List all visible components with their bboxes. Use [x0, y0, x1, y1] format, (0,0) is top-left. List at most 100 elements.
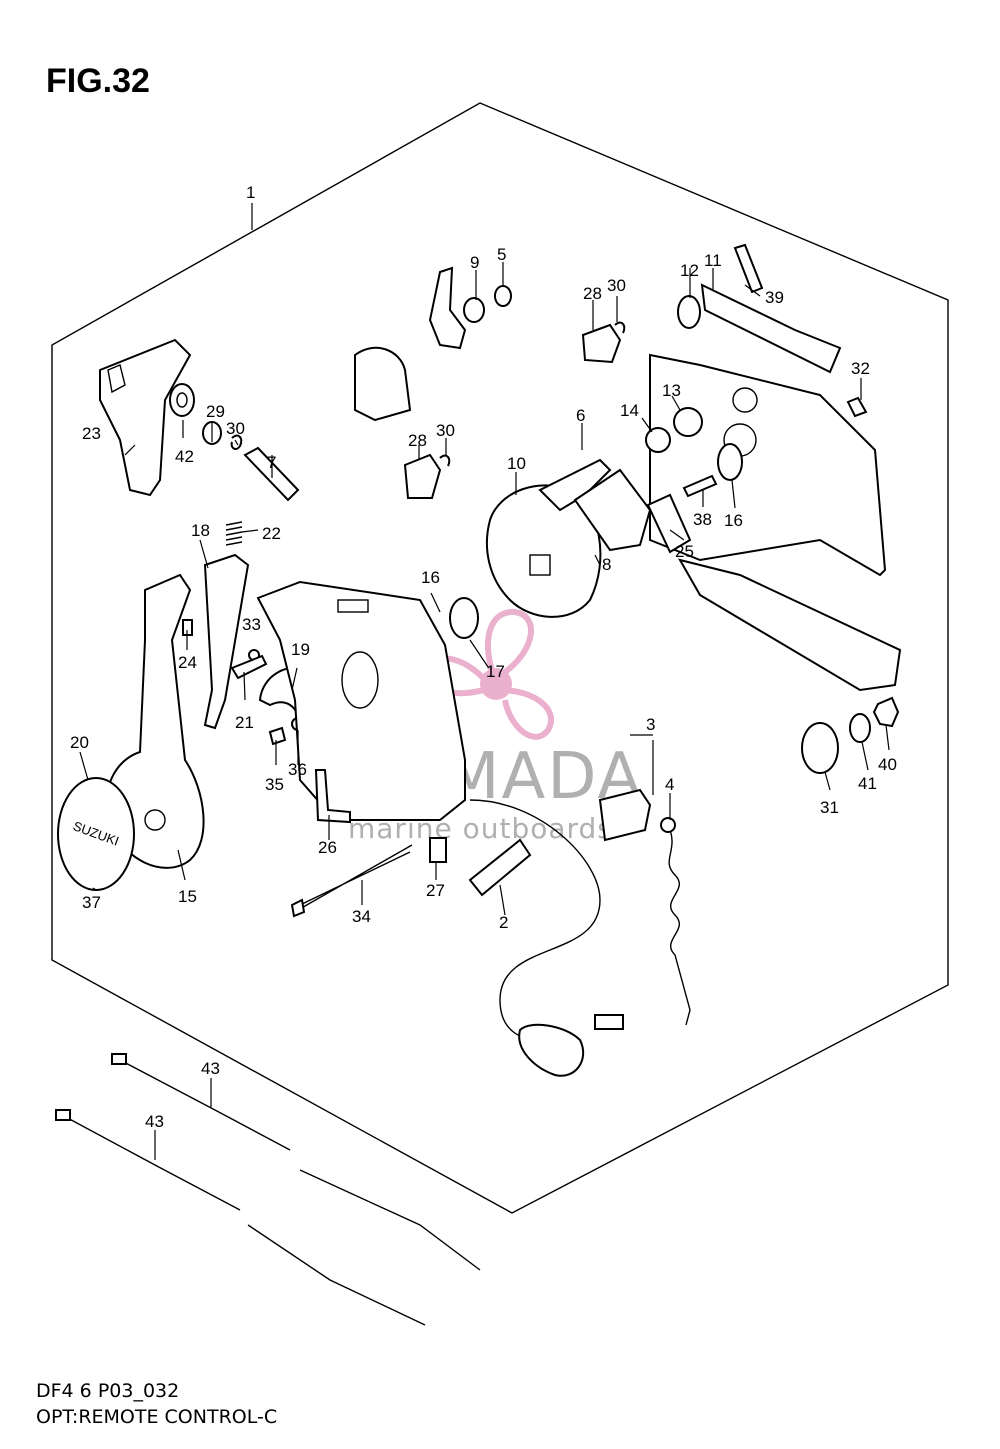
callout-33: 33 — [242, 615, 261, 634]
washer-41[interactable] — [849, 713, 871, 743]
callout-17: 17 — [486, 662, 505, 681]
callout-30c: 30 — [607, 276, 626, 295]
callout-20: 20 — [70, 733, 89, 752]
control-cable-43a[interactable] — [111, 1053, 481, 1271]
assembly-frame — [51, 102, 949, 1214]
wire-harness — [469, 799, 601, 1041]
callout-29: 29 — [206, 402, 225, 421]
cable-43b-end — [55, 1109, 71, 1121]
callout-18: 18 — [191, 521, 210, 540]
lanyard-clip — [660, 817, 676, 833]
cable-43a-end — [111, 1053, 127, 1065]
plate-2[interactable] — [468, 838, 532, 897]
callout-39: 39 — [765, 288, 784, 307]
callout-2: 2 — [499, 913, 508, 932]
callout-31: 31 — [820, 798, 839, 817]
callout-14: 14 — [620, 401, 639, 420]
base-plate[interactable] — [677, 558, 902, 692]
lever-arm-18[interactable] — [203, 553, 250, 730]
callout-9: 9 — [470, 253, 479, 272]
ignition-switch[interactable] — [518, 1023, 585, 1077]
clip-30c[interactable] — [614, 321, 626, 334]
callout-19: 19 — [291, 640, 310, 659]
gear-plate-10[interactable] — [486, 484, 602, 618]
lever-hub-hole — [144, 809, 166, 831]
spring-22[interactable] — [225, 521, 243, 546]
link-plate-21[interactable] — [230, 654, 268, 680]
callout-11: 11 — [704, 251, 722, 270]
callout-3: 3 — [646, 715, 655, 734]
washer-42[interactable] — [169, 383, 195, 417]
screw-24[interactable] — [182, 619, 193, 636]
plate-25[interactable] — [646, 493, 692, 554]
bolt-38[interactable] — [682, 474, 718, 498]
callout-43a: 43 — [201, 1059, 220, 1078]
callout-22: 22 — [262, 524, 281, 543]
long-screw-34[interactable] — [297, 844, 413, 911]
callout-13: 13 — [662, 381, 681, 400]
leader-lines — [79, 203, 890, 1160]
callout-4: 4 — [665, 775, 674, 794]
figure-name: OPT:REMOTE CONTROL-C — [36, 1406, 278, 1428]
callout-21: 21 — [235, 713, 254, 732]
callout-34: 34 — [352, 907, 371, 926]
bushing-16a[interactable] — [449, 597, 479, 639]
cover-11[interactable] — [700, 283, 842, 374]
block-28b[interactable] — [581, 323, 622, 364]
callout-5: 5 — [497, 245, 506, 264]
washer-5[interactable] — [494, 285, 512, 307]
callout-35: 35 — [265, 775, 284, 794]
screw-39[interactable] — [733, 243, 764, 294]
callout-16a: 16 — [421, 568, 440, 587]
callout-36: 36 — [288, 760, 307, 779]
screw-35[interactable] — [268, 726, 287, 746]
callout-43b: 43 — [145, 1112, 164, 1131]
callout-numbers: 1 2 3 4 5 6 7 8 9 10 11 12 13 14 15 16 1… — [70, 183, 897, 1131]
control-lever-15[interactable] — [105, 573, 205, 869]
callout-10: 10 — [507, 454, 526, 473]
control-cable-43b[interactable] — [55, 1109, 426, 1326]
lever-9-assembly[interactable] — [428, 266, 467, 350]
callout-15: 15 — [178, 887, 197, 906]
long-screw-head — [290, 898, 306, 918]
nut-40[interactable] — [872, 696, 900, 728]
bushing-16b[interactable] — [717, 443, 743, 481]
screw-32[interactable] — [846, 396, 868, 418]
callout-38: 38 — [693, 510, 712, 529]
callout-24: 24 — [178, 653, 197, 672]
cam-plate-upper[interactable] — [354, 346, 412, 422]
callout-42: 42 — [175, 447, 194, 466]
housing-slot — [337, 599, 369, 613]
lanyard-4[interactable] — [667, 824, 691, 1026]
callout-30b: 30 — [436, 421, 455, 440]
callout-23: 23 — [82, 424, 101, 443]
callout-32: 32 — [851, 359, 870, 378]
plate-8[interactable] — [573, 468, 652, 552]
block-28a[interactable] — [403, 453, 442, 499]
washer-9[interactable] — [463, 297, 485, 323]
connector-27[interactable] — [429, 837, 447, 863]
callout-40: 40 — [878, 755, 897, 774]
callout-30a: 30 — [226, 419, 245, 438]
clip-30b[interactable] — [439, 454, 451, 467]
shift-arm-6[interactable] — [538, 458, 612, 512]
callout-16b: 16 — [724, 511, 743, 530]
callout-6: 6 — [576, 406, 585, 425]
ring-12[interactable] — [677, 295, 701, 329]
switch-connector — [594, 1014, 624, 1030]
callout-28a: 28 — [408, 431, 427, 450]
bracket-26[interactable] — [314, 769, 351, 824]
grommet-31[interactable] — [801, 722, 839, 774]
stop-switch-3[interactable] — [598, 788, 652, 842]
callout-28b: 28 — [583, 284, 602, 303]
callout-1: 1 — [246, 183, 255, 202]
gear-14[interactable] — [645, 427, 671, 453]
callout-26: 26 — [318, 838, 337, 857]
housing-bearing-hole — [341, 651, 379, 709]
cover-hole-upper — [732, 387, 758, 413]
lever-grip-23[interactable] — [99, 338, 192, 497]
gear-13[interactable] — [673, 407, 703, 437]
washer-42-hole — [176, 392, 188, 408]
